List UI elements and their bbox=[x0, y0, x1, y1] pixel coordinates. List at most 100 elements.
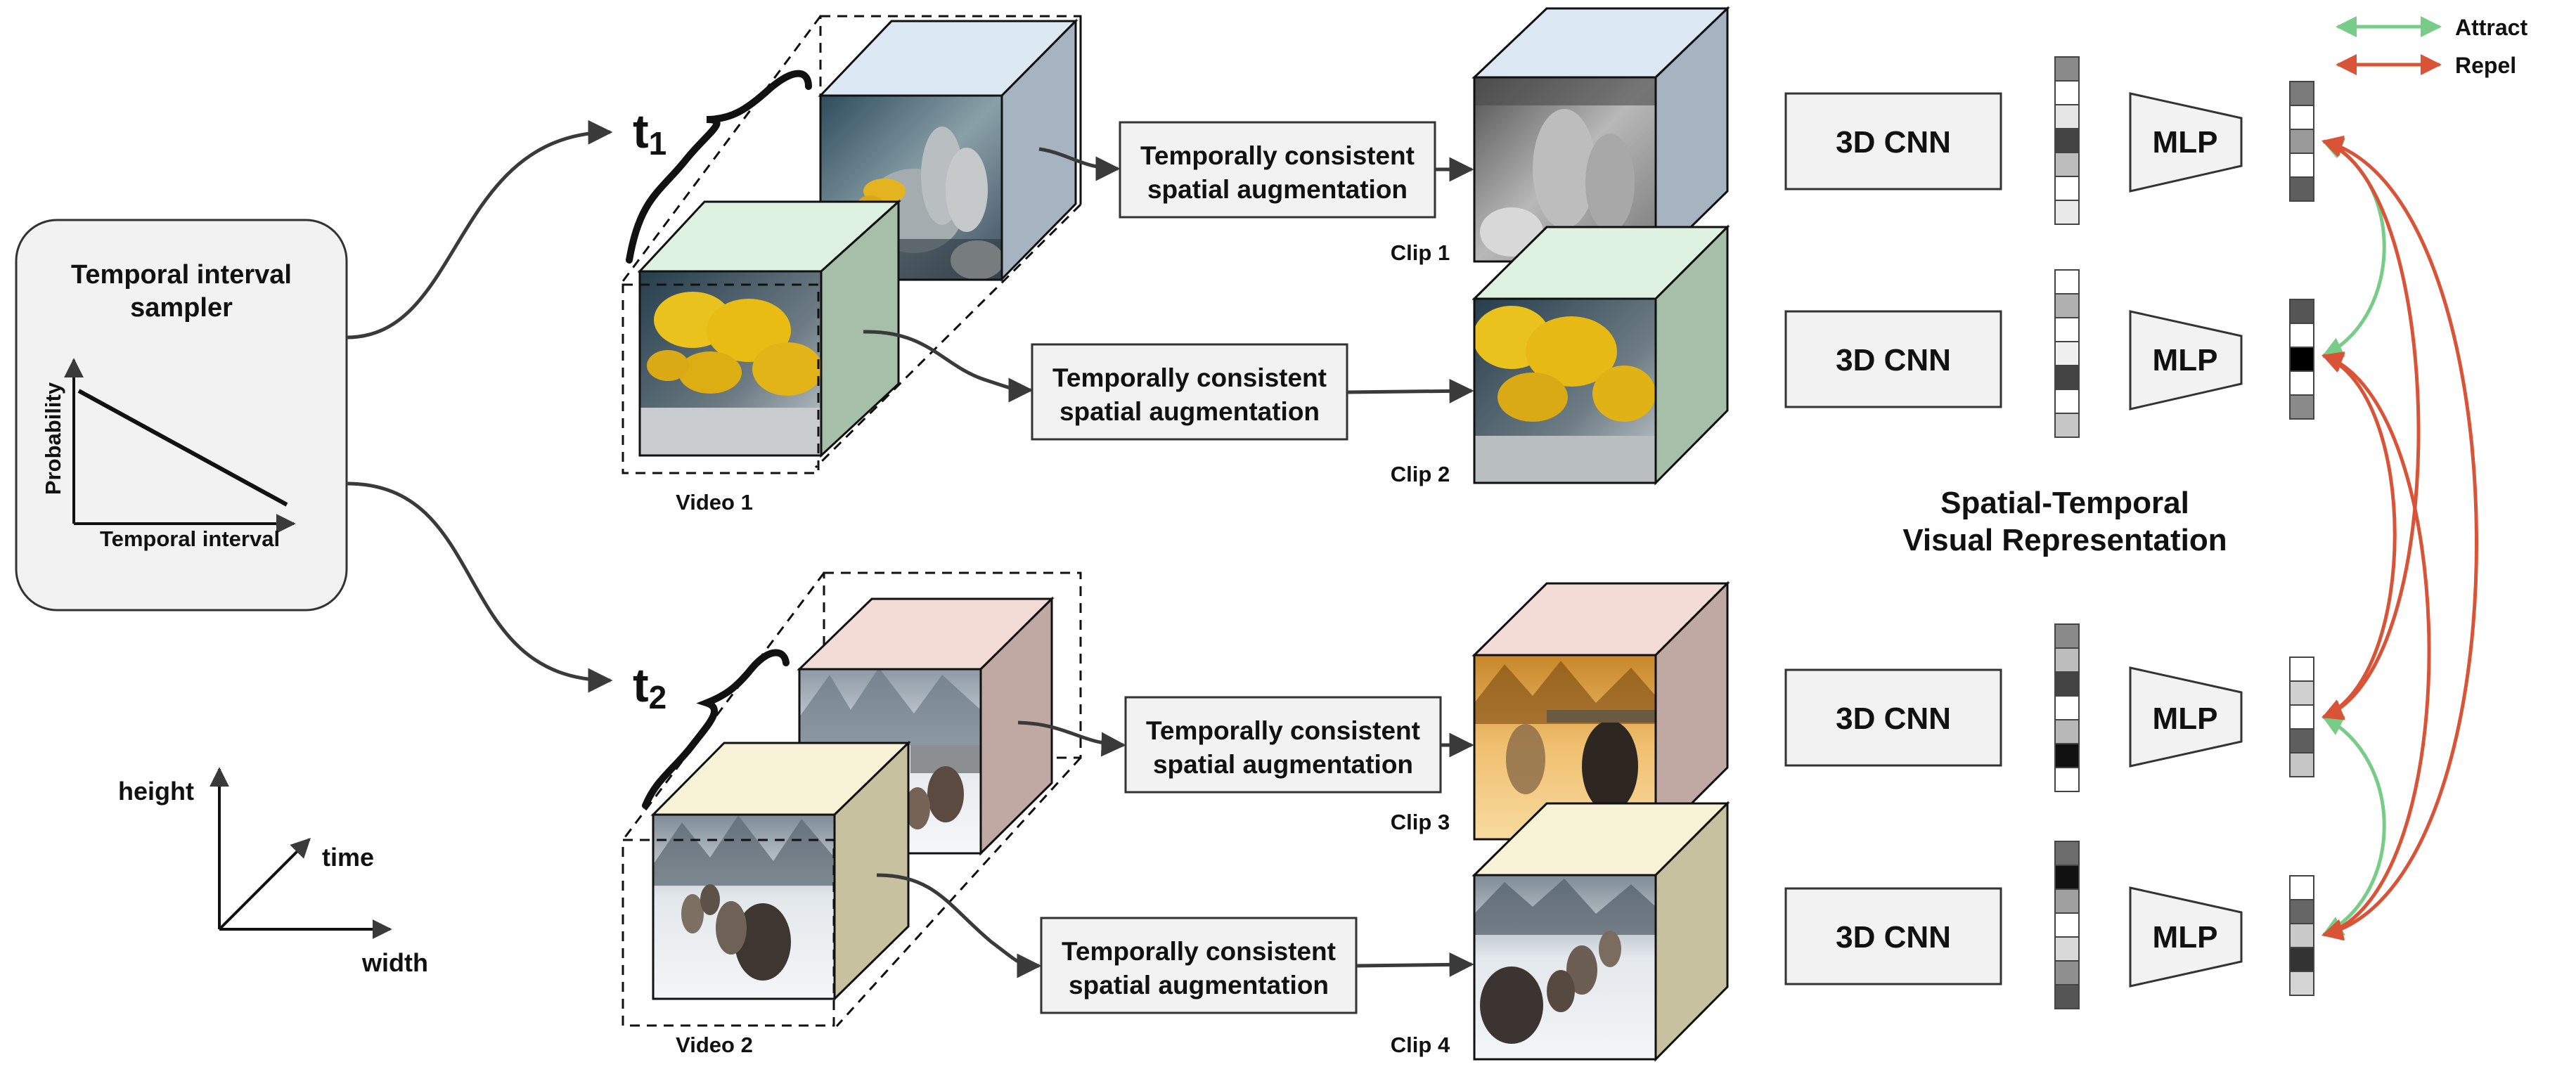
video-2-front-dashed-frame bbox=[622, 839, 835, 1027]
feature-cell bbox=[2289, 370, 2314, 396]
mlp-label-4: MLP bbox=[2153, 920, 2218, 955]
feature-cell bbox=[2054, 695, 2080, 720]
clip-3-label: Clip 3 bbox=[1391, 810, 1450, 834]
sampler-x-axis-label: Temporal interval bbox=[100, 526, 280, 551]
video-2-front-to-aug-arrow bbox=[876, 873, 1042, 978]
t2-label: t2 bbox=[633, 659, 666, 716]
feature-cell bbox=[2289, 704, 2314, 730]
t1-label: t1 bbox=[633, 105, 666, 162]
encoder-feature-vector-4 bbox=[2054, 841, 2080, 1009]
feature-cell bbox=[2054, 128, 2080, 153]
feature-cell bbox=[2054, 671, 2080, 697]
repel-arrow-1-3 bbox=[2321, 137, 2421, 720]
feature-cell bbox=[2054, 865, 2080, 890]
feature-cell bbox=[2289, 923, 2314, 948]
video-1: Video 1 bbox=[622, 15, 1082, 515]
attract-legend-label: Attract bbox=[2455, 15, 2527, 40]
sampler-to-t2-arrow bbox=[346, 481, 613, 693]
legend: Attract Repel bbox=[2336, 15, 2527, 78]
cnn-label-1: 3D CNN bbox=[1836, 125, 1951, 160]
mlp-label-1: MLP bbox=[2153, 125, 2218, 160]
video-1-front-dashed-frame bbox=[622, 283, 820, 474]
video-2-back-to-aug-arrow bbox=[1017, 720, 1126, 757]
augmentation-box-4: Temporally consistent spatial augmentati… bbox=[1040, 917, 1358, 1014]
cnn-box-1 bbox=[1784, 92, 2002, 190]
clip-4-frame bbox=[1474, 875, 1656, 1059]
representation-label-line2: Visual Representation bbox=[1902, 523, 2227, 557]
feature-cell bbox=[2289, 153, 2314, 178]
feature-cell bbox=[2054, 841, 2080, 866]
t1-brace bbox=[626, 70, 812, 264]
feature-cell bbox=[2289, 657, 2314, 682]
mlp-box-2 bbox=[2129, 310, 2243, 410]
mlp-label-3: MLP bbox=[2153, 701, 2218, 736]
feature-cell bbox=[2289, 899, 2314, 924]
feature-cell bbox=[2289, 81, 2314, 106]
svg-text:Temporally consistent: Temporally consistent bbox=[1146, 716, 1420, 745]
feature-cell bbox=[2289, 971, 2314, 996]
feature-cell bbox=[2054, 936, 2080, 962]
clip-2-label: Clip 2 bbox=[1391, 462, 1450, 486]
cnn-label-3: 3D CNN bbox=[1836, 701, 1951, 736]
feature-cell bbox=[2054, 317, 2080, 342]
svg-text:Temporally consistent: Temporally consistent bbox=[1062, 937, 1336, 966]
t2-brace bbox=[642, 649, 790, 809]
svg-text:spatial augmentation: spatial augmentation bbox=[1153, 750, 1413, 779]
feature-cell bbox=[2289, 680, 2314, 706]
sampler-title-line1: Temporal interval bbox=[71, 260, 292, 290]
clip-3-frame bbox=[1474, 655, 1656, 839]
feature-cell bbox=[2289, 728, 2314, 754]
sampler-box bbox=[15, 219, 348, 612]
encoder-feature-vector-3 bbox=[2054, 623, 2080, 792]
svg-text:spatial augmentation: spatial augmentation bbox=[1147, 175, 1408, 204]
mlp-feature-vector-3 bbox=[2289, 657, 2314, 777]
cnn-box-4 bbox=[1784, 887, 2002, 985]
video-2-label: Video 2 bbox=[676, 1033, 753, 1057]
width-label: width bbox=[361, 948, 428, 977]
feature-cell bbox=[2054, 623, 2080, 649]
feature-cell bbox=[2054, 888, 2080, 914]
encoder-feature-vector-1 bbox=[2054, 56, 2080, 225]
feature-cell bbox=[2054, 56, 2080, 82]
cnn-label-4: 3D CNN bbox=[1836, 920, 1951, 955]
feature-cell bbox=[2289, 323, 2314, 348]
feature-cell bbox=[2054, 960, 2080, 985]
clip-3: Clip 3 bbox=[1391, 581, 1730, 842]
feature-cell bbox=[2054, 341, 2080, 366]
axes-legend: height time width bbox=[118, 767, 428, 977]
feature-cell bbox=[2054, 104, 2080, 129]
cnn-box-3 bbox=[1784, 668, 2002, 767]
feature-cell bbox=[2054, 365, 2080, 390]
video-1-front-frame bbox=[640, 271, 821, 455]
feature-cell bbox=[2289, 105, 2314, 130]
video-2: Video 2 bbox=[622, 571, 1082, 1057]
sampler-y-axis-label: Probability bbox=[41, 382, 65, 495]
repel-arrow-1-4 bbox=[2321, 135, 2478, 941]
feature-cell bbox=[2054, 176, 2080, 201]
time-label: time bbox=[322, 843, 374, 872]
repel-legend-label: Repel bbox=[2455, 53, 2516, 78]
sampler-to-t1-arrow bbox=[346, 119, 613, 340]
feature-cell bbox=[2289, 752, 2314, 777]
video-1-back-frame bbox=[820, 96, 1002, 280]
feature-cell bbox=[2054, 293, 2080, 318]
encoder-row-2: 3D CNN MLP bbox=[1784, 310, 2243, 410]
cnn-box-2 bbox=[1784, 310, 2002, 408]
video-1-front-to-aug-arrow bbox=[863, 330, 1033, 403]
feature-cell bbox=[2054, 413, 2080, 438]
attract-arrow-3-4 bbox=[2321, 715, 2386, 937]
svg-text:Temporally consistent: Temporally consistent bbox=[1052, 363, 1327, 392]
mlp-feature-vector-2 bbox=[2289, 299, 2314, 420]
time-axis bbox=[218, 838, 311, 931]
contrastive-arrows bbox=[2321, 135, 2478, 941]
encoder-row-4: 3D CNN MLP bbox=[1784, 886, 2243, 988]
svg-text:Temporally consistent: Temporally consistent bbox=[1140, 141, 1415, 170]
video-1-back-to-aug-arrow bbox=[1038, 147, 1121, 181]
svg-text:spatial augmentation: spatial augmentation bbox=[1060, 397, 1320, 426]
feature-cell bbox=[2054, 80, 2080, 105]
aug-4-to-clip-4-arrow bbox=[1355, 952, 1474, 977]
repel-arrow-2-4 bbox=[2321, 351, 2431, 940]
video-1-label: Video 1 bbox=[676, 490, 753, 515]
svg-text:spatial augmentation: spatial augmentation bbox=[1069, 971, 1329, 1000]
